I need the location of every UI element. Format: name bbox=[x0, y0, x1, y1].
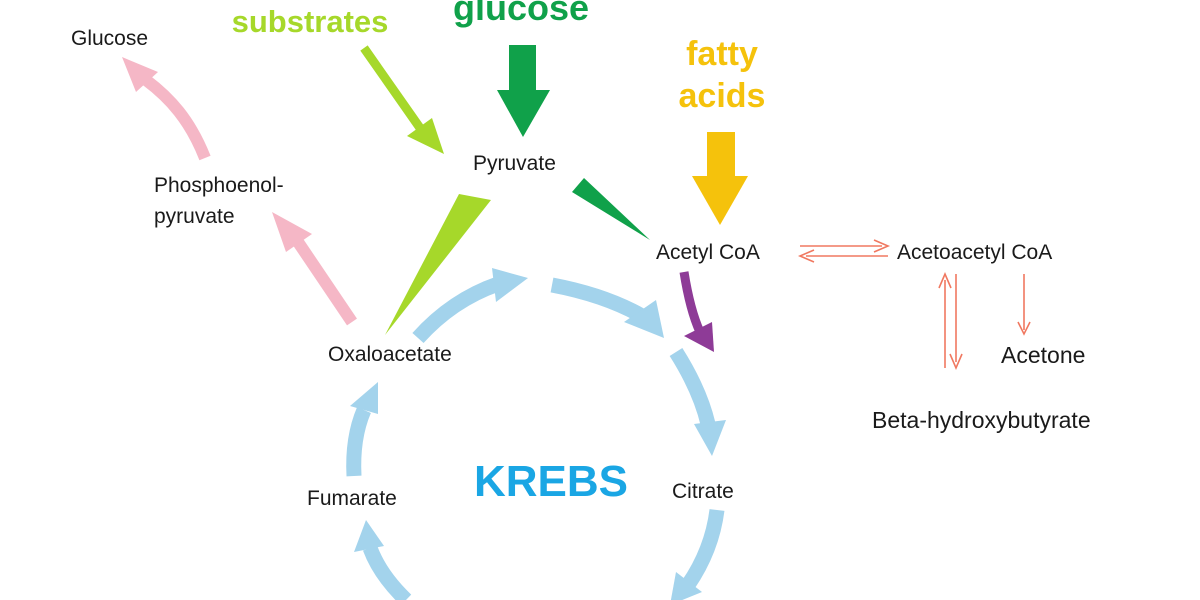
glucose-metabolite-label: Glucose bbox=[71, 27, 148, 50]
krebs-cycle-arrows bbox=[346, 268, 726, 600]
pyruvate-to-acetyl-coa-arrow bbox=[572, 178, 650, 240]
acetyl-coa-to-krebs-arrow bbox=[679, 271, 714, 352]
pep-label-line1: Phosphoenol- bbox=[154, 174, 284, 197]
acetyl-coa-label: Acetyl CoA bbox=[656, 241, 760, 264]
fatty-acids-to-acetyl-coa-arrow bbox=[692, 132, 748, 225]
fatty-label: fatty bbox=[686, 35, 758, 73]
glucose-header-label: glucose bbox=[453, 0, 589, 28]
acetoacetyl-coa-label: Acetoacetyl CoA bbox=[897, 241, 1052, 264]
substrates-label: substrates bbox=[232, 4, 389, 39]
pep-to-glucose-arrow bbox=[122, 57, 211, 161]
acetone-label: Acetone bbox=[1001, 342, 1085, 368]
oxaloacetate-to-pep-arrow bbox=[272, 212, 357, 326]
beta-hydroxybutyrate-label: Beta-hydroxybutyrate bbox=[872, 407, 1091, 433]
glucose-to-pyruvate-arrow bbox=[497, 45, 550, 137]
acetoacetyl-coa-to-acetone-arrow bbox=[1017, 274, 1031, 336]
acetoacetyl-coa-bhb-arrows bbox=[938, 271, 963, 371]
fumarate-label: Fumarate bbox=[307, 487, 397, 510]
pyruvate-label: Pyruvate bbox=[473, 152, 556, 175]
krebs-label: KREBS bbox=[474, 457, 628, 506]
citrate-label: Citrate bbox=[672, 480, 734, 503]
substrates-to-pyruvate-arrow bbox=[360, 45, 444, 154]
pyruvate-to-oxaloacetate-arrow bbox=[385, 194, 491, 335]
acids-label: acids bbox=[679, 77, 766, 115]
pep-label-line2: pyruvate bbox=[154, 205, 235, 228]
acetyl-coa-acetoacetyl-coa-arrows bbox=[797, 239, 891, 263]
oxaloacetate-label: Oxaloacetate bbox=[328, 343, 452, 366]
